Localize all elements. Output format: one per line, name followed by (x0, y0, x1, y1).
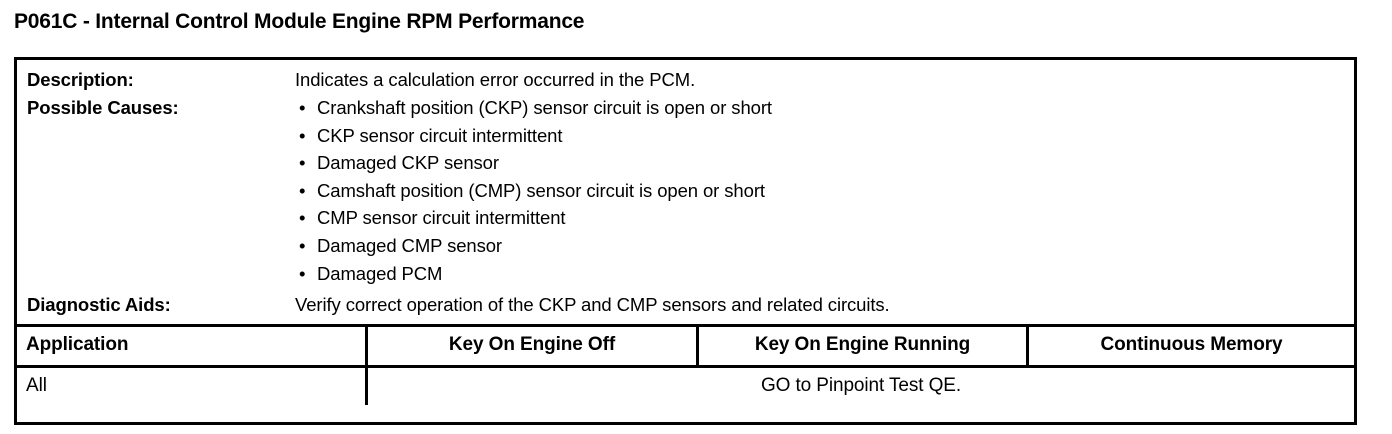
list-item-label: CKP sensor circuit intermittent (317, 124, 563, 146)
dtc-info-block: Description: Indicates a calculation err… (17, 60, 1354, 324)
bullet-icon: • (299, 97, 306, 118)
list-item-label: Camshaft position (CMP) sensor circuit i… (317, 179, 765, 201)
test-results-grid: Application Key On Engine Off Key On Eng… (17, 324, 1354, 406)
column-header-application: Application (26, 334, 129, 356)
list-item: • Camshaft position (CMP) sensor circuit … (295, 177, 1354, 205)
page-title: P061C - Internal Control Module Engine R… (14, 10, 585, 33)
table-row: All GO to Pinpoint Test QE. (17, 368, 1354, 406)
description-row: Description: Indicates a calculation err… (17, 66, 1354, 93)
list-item: • Damaged CKP sensor (295, 149, 1354, 177)
possible-causes-label: Possible Causes: (27, 97, 179, 118)
table-header-row: Application Key On Engine Off Key On Eng… (17, 327, 1354, 369)
list-item: • Crankshaft position (CKP) sensor circui… (295, 94, 1354, 122)
possible-causes-row: Possible Causes: • Crankshaft position (C… (17, 94, 1354, 287)
cell-application: All (26, 374, 47, 396)
description-label: Description: (27, 69, 134, 90)
list-item-label: CMP sensor circuit intermittent (317, 207, 566, 229)
diagnostic-aids-value: Verify correct operation of the CKP and … (295, 294, 890, 316)
bullet-icon: • (299, 262, 306, 284)
list-item-label: Damaged CMP sensor (317, 234, 502, 256)
column-header-key-on-engine-running: Key On Engine Running (696, 327, 1026, 366)
bullet-icon: • (299, 124, 306, 146)
list-item-label: Damaged CKP sensor (317, 152, 499, 174)
list-item-label: Crankshaft position (CKP) sensor circuit… (317, 97, 772, 118)
column-header-continuous-memory: Continuous Memory (1026, 327, 1354, 366)
bullet-icon: • (299, 207, 306, 229)
possible-causes-list: • Crankshaft position (CKP) sensor circui… (295, 94, 1354, 287)
bullet-icon: • (299, 179, 306, 201)
list-item: • Damaged PCM (295, 260, 1354, 288)
diagnostic-aids-row: Diagnostic Aids: Verify correct operatio… (17, 291, 1354, 318)
description-value: Indicates a calculation error occurred i… (295, 69, 696, 90)
cell-test-result: GO to Pinpoint Test QE. (365, 368, 1354, 406)
list-item: • Damaged CMP sensor (295, 232, 1354, 260)
list-item: • CMP sensor circuit intermittent (295, 204, 1354, 232)
bullet-icon: • (299, 152, 306, 174)
list-item-label: Damaged PCM (317, 262, 443, 284)
column-header-key-on-engine-off: Key On Engine Off (365, 327, 696, 366)
dtc-detail-table: Description: Indicates a calculation err… (14, 57, 1357, 425)
bullet-icon: • (299, 234, 306, 256)
possible-causes-value: • Crankshaft position (CKP) sensor circui… (295, 94, 1354, 287)
list-item: • CKP sensor circuit intermittent (295, 122, 1354, 150)
diagnostic-aids-label: Diagnostic Aids: (27, 294, 171, 316)
